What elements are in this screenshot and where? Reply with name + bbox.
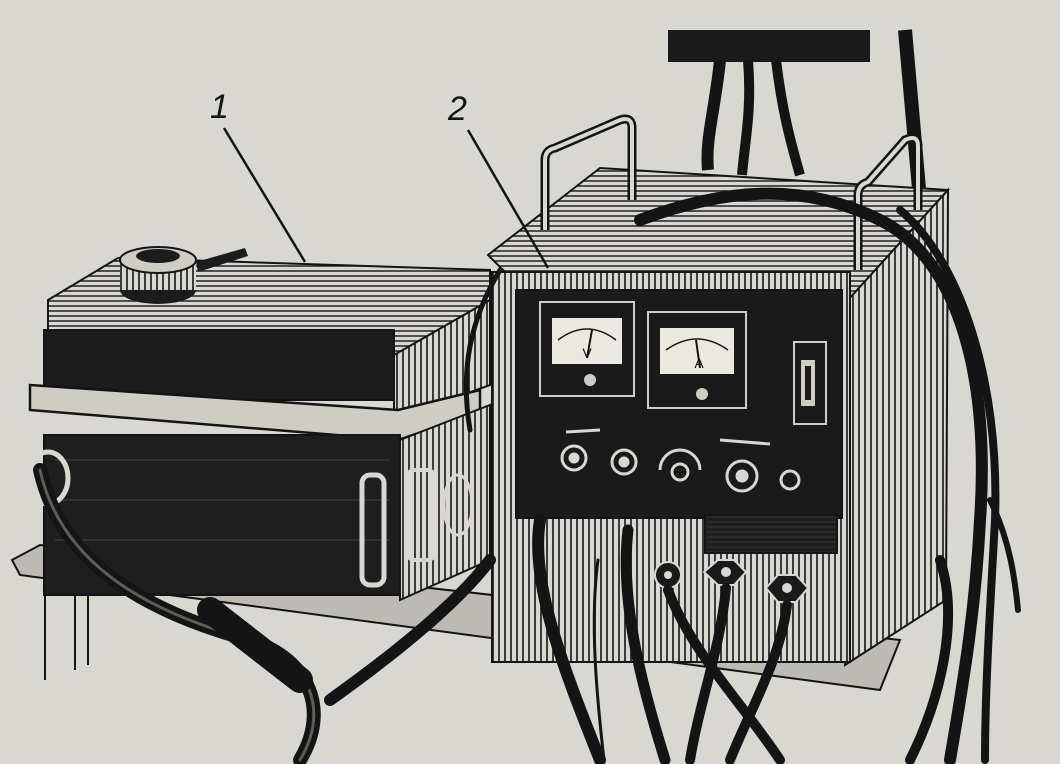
voltmeter-glyph: V [582, 345, 592, 361]
leader-lines [222, 127, 550, 269]
leader-line-2 [466, 129, 550, 269]
unit-1-battery-box [25, 256, 491, 602]
terminal-posts [654, 559, 810, 603]
side-indicator [793, 341, 827, 425]
control-knobs [560, 428, 801, 493]
ceiling-bracket [668, 29, 927, 201]
cables [33, 187, 1021, 764]
leader-line-1 [222, 127, 307, 263]
ammeter-glyph: A [694, 355, 704, 371]
callout-label-2: 2 [448, 90, 467, 128]
callout-label-1: 1 [210, 88, 229, 126]
voltmeter: V [539, 301, 635, 397]
filler-cap [119, 246, 248, 304]
ammeter: A [647, 311, 747, 409]
